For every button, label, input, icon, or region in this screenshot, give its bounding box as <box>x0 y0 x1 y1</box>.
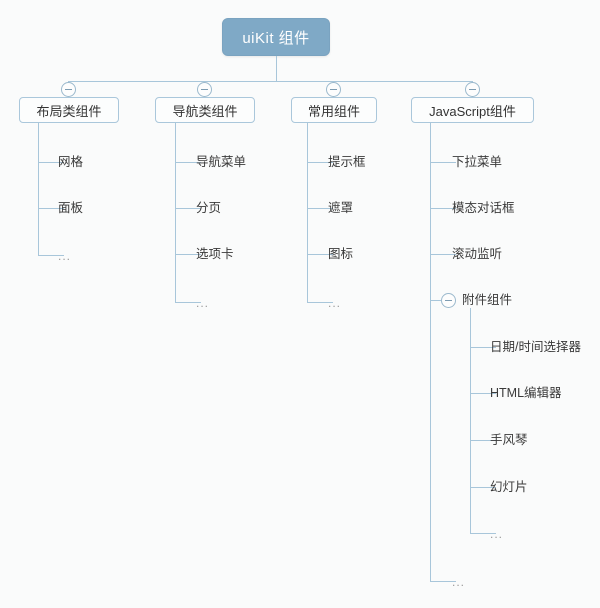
branch-node-layout[interactable]: 布局类组件 <box>19 97 119 123</box>
connector-spine-layout <box>38 123 39 256</box>
leaf-javascript-3[interactable]: 滚动监听 <box>452 247 503 261</box>
toggle-branch-common[interactable] <box>326 82 341 97</box>
connector-leaf-javascript-3 <box>430 254 456 255</box>
connector-leaf-attachments-more <box>470 533 496 534</box>
connector-leaf-javascript-4 <box>430 300 441 301</box>
toggle-subbranch-attachments[interactable] <box>441 293 456 308</box>
connector-leaf-javascript-1 <box>430 162 456 163</box>
connector-leaf-attachments-2 <box>470 393 496 394</box>
branch-node-navigation[interactable]: 导航类组件 <box>155 97 255 123</box>
branch-node-common[interactable]: 常用组件 <box>291 97 377 123</box>
leaf-javascript-1[interactable]: 下拉菜单 <box>452 155 503 169</box>
connector-spine-navigation <box>175 123 176 303</box>
leaf-navigation-more[interactable]: ... <box>196 296 210 310</box>
connector-leaf-javascript-more <box>430 581 456 582</box>
leaf-navigation-3[interactable]: 选项卡 <box>196 247 234 261</box>
toggle-branch-layout[interactable] <box>61 82 76 97</box>
leaf-javascript-4[interactable]: 附件组件 <box>462 293 513 307</box>
leaf-layout-more[interactable]: ... <box>58 249 72 263</box>
connector-leaf-navigation-4 <box>175 302 201 303</box>
leaf-javascript-2[interactable]: 模态对话框 <box>452 201 515 215</box>
toggle-branch-javascript[interactable] <box>465 82 480 97</box>
leaf-attachments-4[interactable]: 幻灯片 <box>490 480 528 494</box>
leaf-navigation-2[interactable]: 分页 <box>196 201 222 215</box>
leaf-common-2[interactable]: 遮罩 <box>328 201 354 215</box>
connector-leaf-attachments-4 <box>470 487 496 488</box>
connector-leaf-common-4 <box>307 302 333 303</box>
connector-leaf-common-2 <box>307 208 333 209</box>
connector-spine-javascript <box>430 123 431 581</box>
leaf-layout-1[interactable]: 网格 <box>58 155 84 169</box>
connector-branch-bus <box>68 81 473 82</box>
connector-leaf-common-1 <box>307 162 333 163</box>
connector-leaf-layout-3 <box>38 255 64 256</box>
connector-leaf-navigation-3 <box>175 254 201 255</box>
connector-root-stem <box>276 56 277 81</box>
connector-leaf-layout-1 <box>38 162 64 163</box>
connector-spine-attachments <box>470 308 471 533</box>
connector-spine-common <box>307 123 308 303</box>
connector-leaf-attachments-1 <box>470 347 496 348</box>
root-node[interactable]: uiKit 组件 <box>222 18 330 56</box>
connector-leaf-common-3 <box>307 254 333 255</box>
leaf-navigation-1[interactable]: 导航菜单 <box>196 155 247 169</box>
leaf-common-3[interactable]: 图标 <box>328 247 354 261</box>
connector-leaf-navigation-2 <box>175 208 201 209</box>
leaf-attachments-1[interactable]: 日期/时间选择器 <box>490 340 581 354</box>
leaf-javascript-more[interactable]: ... <box>452 575 466 589</box>
leaf-attachments-more[interactable]: ... <box>490 527 504 541</box>
connector-leaf-navigation-1 <box>175 162 201 163</box>
connector-leaf-attachments-3 <box>470 440 496 441</box>
leaf-common-1[interactable]: 提示框 <box>328 155 366 169</box>
toggle-branch-navigation[interactable] <box>197 82 212 97</box>
leaf-common-more[interactable]: ... <box>328 296 342 310</box>
leaf-attachments-2[interactable]: HTML编辑器 <box>490 386 562 400</box>
branch-node-javascript[interactable]: JavaScript组件 <box>411 97 534 123</box>
connector-leaf-layout-2 <box>38 208 64 209</box>
connector-leaf-javascript-2 <box>430 208 456 209</box>
leaf-layout-2[interactable]: 面板 <box>58 201 84 215</box>
leaf-attachments-3[interactable]: 手风琴 <box>490 433 528 447</box>
